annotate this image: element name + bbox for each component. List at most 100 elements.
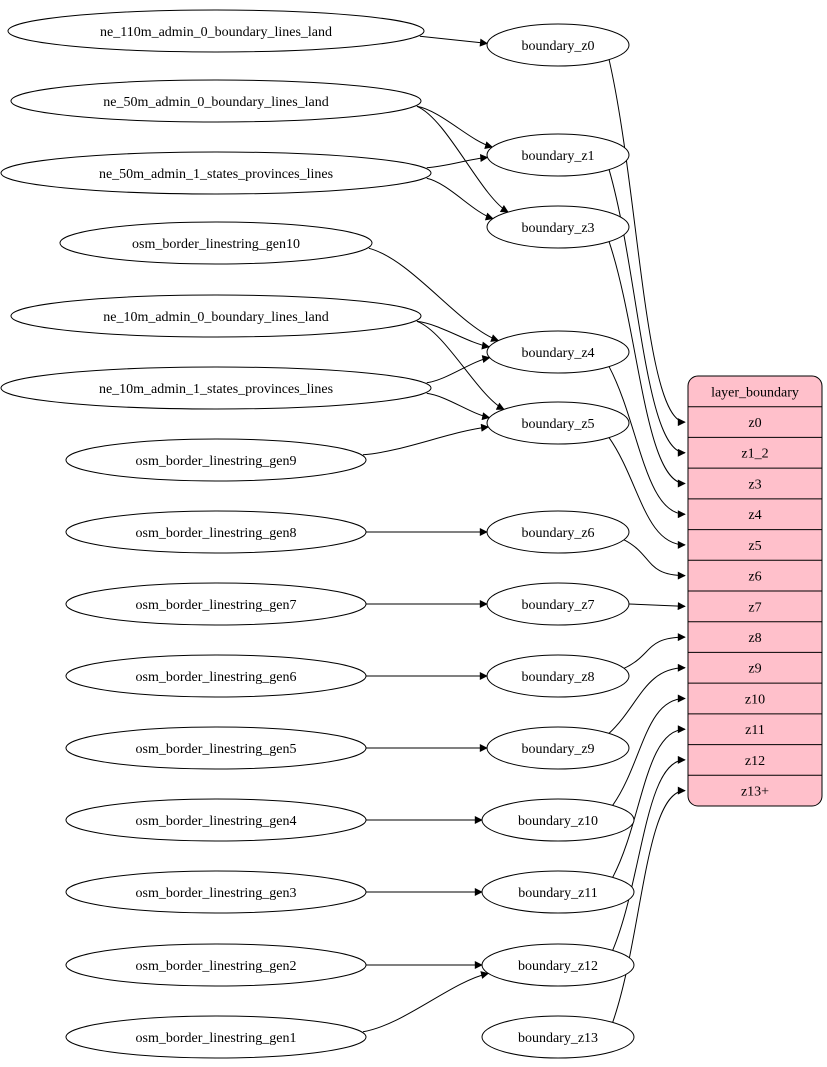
table-row-z13+: z13+ xyxy=(741,785,769,800)
ne_10m_admin_0_boundary_lines_land-ellipse xyxy=(10,294,422,338)
source-node-ne_50m_admin_1_states_provinces_lines: ne_50m_admin_1_states_provinces_lines xyxy=(0,151,432,195)
transform-node-boundary_z3: boundary_z3 xyxy=(486,205,630,249)
edge-boundary_z0-to-row-z0 xyxy=(608,59,686,427)
edge-boundary_z8-to-row-z8 xyxy=(623,633,686,670)
source-node-osm_border_linestring_gen4: osm_border_linestring_gen4 xyxy=(65,798,367,842)
source-node-osm_border_linestring_gen9: osm_border_linestring_gen9 xyxy=(65,438,367,482)
osm_border_linestring_gen8-ellipse xyxy=(65,510,367,554)
boundary_z12-label: boundary_z12 xyxy=(518,959,598,974)
osm_border_linestring_gen9-label: osm_border_linestring_gen9 xyxy=(136,454,297,469)
edge-boundary_z11-to-row-z11 xyxy=(612,725,686,878)
boundary_z5-label: boundary_z5 xyxy=(521,417,594,432)
osm_border_linestring_gen4-ellipse xyxy=(65,798,367,842)
table-row-z0: z0 xyxy=(748,416,761,431)
ne_10m_admin_0_boundary_lines_land-label: ne_10m_admin_0_boundary_lines_land xyxy=(103,310,329,325)
edge-boundary_z12-to-row-z12 xyxy=(612,755,686,951)
transform-node-boundary_z5: boundary_z5 xyxy=(486,401,630,445)
edge-ne_50m_admin_1_states_provinces_lines-to-boundary_z1 xyxy=(426,154,489,169)
osm_border_linestring_gen3-label: osm_border_linestring_gen3 xyxy=(136,886,297,901)
edge-osm_border_linestring_gen10-to-boundary_z4 xyxy=(368,247,500,342)
boundary_z12-ellipse xyxy=(481,943,635,987)
source-node-osm_border_linestring_gen7: osm_border_linestring_gen7 xyxy=(65,582,367,626)
table-row-z6: z6 xyxy=(748,570,761,585)
osm_border_linestring_gen7-ellipse xyxy=(65,582,367,626)
edge-ne_10m_admin_1_states_provinces_lines-to-boundary_z4 xyxy=(426,355,491,384)
edge-boundary_z10-to-row-z10 xyxy=(612,694,686,806)
boundary_z8-ellipse xyxy=(486,654,630,698)
boundary_z7-ellipse xyxy=(486,582,630,626)
edge-ne_50m_admin_0_boundary_lines_land-to-boundary_z3 xyxy=(416,105,509,213)
edge-osm_border_linestring_gen1-to-boundary_z12 xyxy=(362,971,490,1033)
source-node-osm_border_linestring_gen6: osm_border_linestring_gen6 xyxy=(65,654,367,698)
edge-boundary_z3-to-row-z3 xyxy=(608,241,686,488)
table-row-z4: z4 xyxy=(748,508,761,523)
ne_10m_admin_1_states_provinces_lines-ellipse xyxy=(0,366,432,410)
ne_10m_admin_1_states_provinces_lines-label: ne_10m_admin_1_states_provinces_lines xyxy=(99,382,333,397)
boundary_z7-label: boundary_z7 xyxy=(521,598,594,613)
table-row-z10: z10 xyxy=(745,692,765,707)
osm_border_linestring_gen10-ellipse xyxy=(59,221,373,265)
source-node-ne_110m_admin_0_boundary_lines_land: ne_110m_admin_0_boundary_lines_land xyxy=(7,9,425,53)
boundary_z13-label: boundary_z13 xyxy=(518,1031,598,1046)
transform-node-boundary_z8: boundary_z8 xyxy=(486,654,630,698)
boundary_z13-ellipse xyxy=(481,1015,635,1059)
boundary_z0-label: boundary_z0 xyxy=(521,39,594,54)
edge-boundary_z5-to-row-z5 xyxy=(608,437,686,549)
ne_50m_admin_0_boundary_lines_land-ellipse xyxy=(10,79,422,123)
transform-node-boundary_z13: boundary_z13 xyxy=(481,1015,635,1059)
boundary_z8-label: boundary_z8 xyxy=(521,670,594,685)
boundary_z3-ellipse xyxy=(486,205,630,249)
edge-osm_border_linestring_gen9-to-boundary_z5 xyxy=(362,423,490,456)
edge-boundary_z6-to-row-z6 xyxy=(623,538,686,580)
edge-ne_110m_admin_0_boundary_lines_land-to-boundary_z0 xyxy=(419,35,488,47)
transform-node-boundary_z12: boundary_z12 xyxy=(481,943,635,987)
transform-node-boundary_z10: boundary_z10 xyxy=(481,798,635,842)
source-node-ne_50m_admin_0_boundary_lines_land: ne_50m_admin_0_boundary_lines_land xyxy=(10,79,422,123)
table-row-z9: z9 xyxy=(748,662,761,677)
boundary_z6-label: boundary_z6 xyxy=(521,526,594,541)
table-row-z7: z7 xyxy=(748,600,761,615)
boundary_z10-label: boundary_z10 xyxy=(518,814,598,829)
layer-boundary-table: layer_boundaryz0z1_2z3z4z5z6z7z8z9z10z11… xyxy=(687,375,823,807)
edge-boundary_z9-to-row-z9 xyxy=(608,663,686,734)
transform-node-boundary_z6: boundary_z6 xyxy=(486,510,630,554)
osm_border_linestring_gen5-label: osm_border_linestring_gen5 xyxy=(136,742,297,757)
ne_110m_admin_0_boundary_lines_land-ellipse xyxy=(7,9,425,53)
transform-node-boundary_z0: boundary_z0 xyxy=(486,23,630,67)
source-node-osm_border_linestring_gen2: osm_border_linestring_gen2 xyxy=(65,943,367,987)
source-node-osm_border_linestring_gen5: osm_border_linestring_gen5 xyxy=(65,726,367,770)
source-node-osm_border_linestring_gen3: osm_border_linestring_gen3 xyxy=(65,870,367,914)
osm_border_linestring_gen8-label: osm_border_linestring_gen8 xyxy=(136,526,297,541)
osm_border_linestring_gen9-ellipse xyxy=(65,438,367,482)
table-row-z3: z3 xyxy=(748,477,761,492)
edge-ne_50m_admin_0_boundary_lines_land-to-boundary_z1 xyxy=(416,105,494,150)
table-row-z8: z8 xyxy=(748,631,761,646)
boundary_z10-ellipse xyxy=(481,798,635,842)
transform-node-boundary_z9: boundary_z9 xyxy=(486,726,630,770)
osm_border_linestring_gen7-label: osm_border_linestring_gen7 xyxy=(136,598,297,613)
ne_50m_admin_1_states_provinces_lines-label: ne_50m_admin_1_states_provinces_lines xyxy=(99,167,333,182)
ne_50m_admin_1_states_provinces_lines-ellipse xyxy=(0,151,432,195)
edge-boundary_z13-to-row-z13+ xyxy=(612,786,686,1023)
boundary_z11-ellipse xyxy=(481,870,635,914)
edge-boundary_z7-to-row-z7 xyxy=(628,602,686,611)
edges-layer xyxy=(362,35,686,1033)
ne_50m_admin_0_boundary_lines_land-label: ne_50m_admin_0_boundary_lines_land xyxy=(103,95,329,110)
boundary_z9-ellipse xyxy=(486,726,630,770)
transform-node-boundary_z1: boundary_z1 xyxy=(486,133,630,177)
osm_border_linestring_gen2-ellipse xyxy=(65,943,367,987)
boundary_z0-ellipse xyxy=(486,23,630,67)
edge-ne_10m_admin_0_boundary_lines_land-to-boundary_z4 xyxy=(416,320,490,350)
edge-boundary_z4-to-row-z4 xyxy=(608,366,686,519)
source-node-osm_border_linestring_gen10: osm_border_linestring_gen10 xyxy=(59,221,373,265)
edge-ne_50m_admin_1_states_provinces_lines-to-boundary_z3 xyxy=(426,177,494,221)
osm_border_linestring_gen3-ellipse xyxy=(65,870,367,914)
transform-node-boundary_z11: boundary_z11 xyxy=(481,870,635,914)
edge-ne_10m_admin_0_boundary_lines_land-to-boundary_z5 xyxy=(416,320,505,410)
source-node-ne_10m_admin_0_boundary_lines_land: ne_10m_admin_0_boundary_lines_land xyxy=(10,294,422,338)
osm_border_linestring_gen2-label: osm_border_linestring_gen2 xyxy=(136,959,297,974)
osm_border_linestring_gen10-label: osm_border_linestring_gen10 xyxy=(132,237,300,252)
source-node-ne_10m_admin_1_states_provinces_lines: ne_10m_admin_1_states_provinces_lines xyxy=(0,366,432,410)
ne_110m_admin_0_boundary_lines_land-label: ne_110m_admin_0_boundary_lines_land xyxy=(100,25,332,40)
